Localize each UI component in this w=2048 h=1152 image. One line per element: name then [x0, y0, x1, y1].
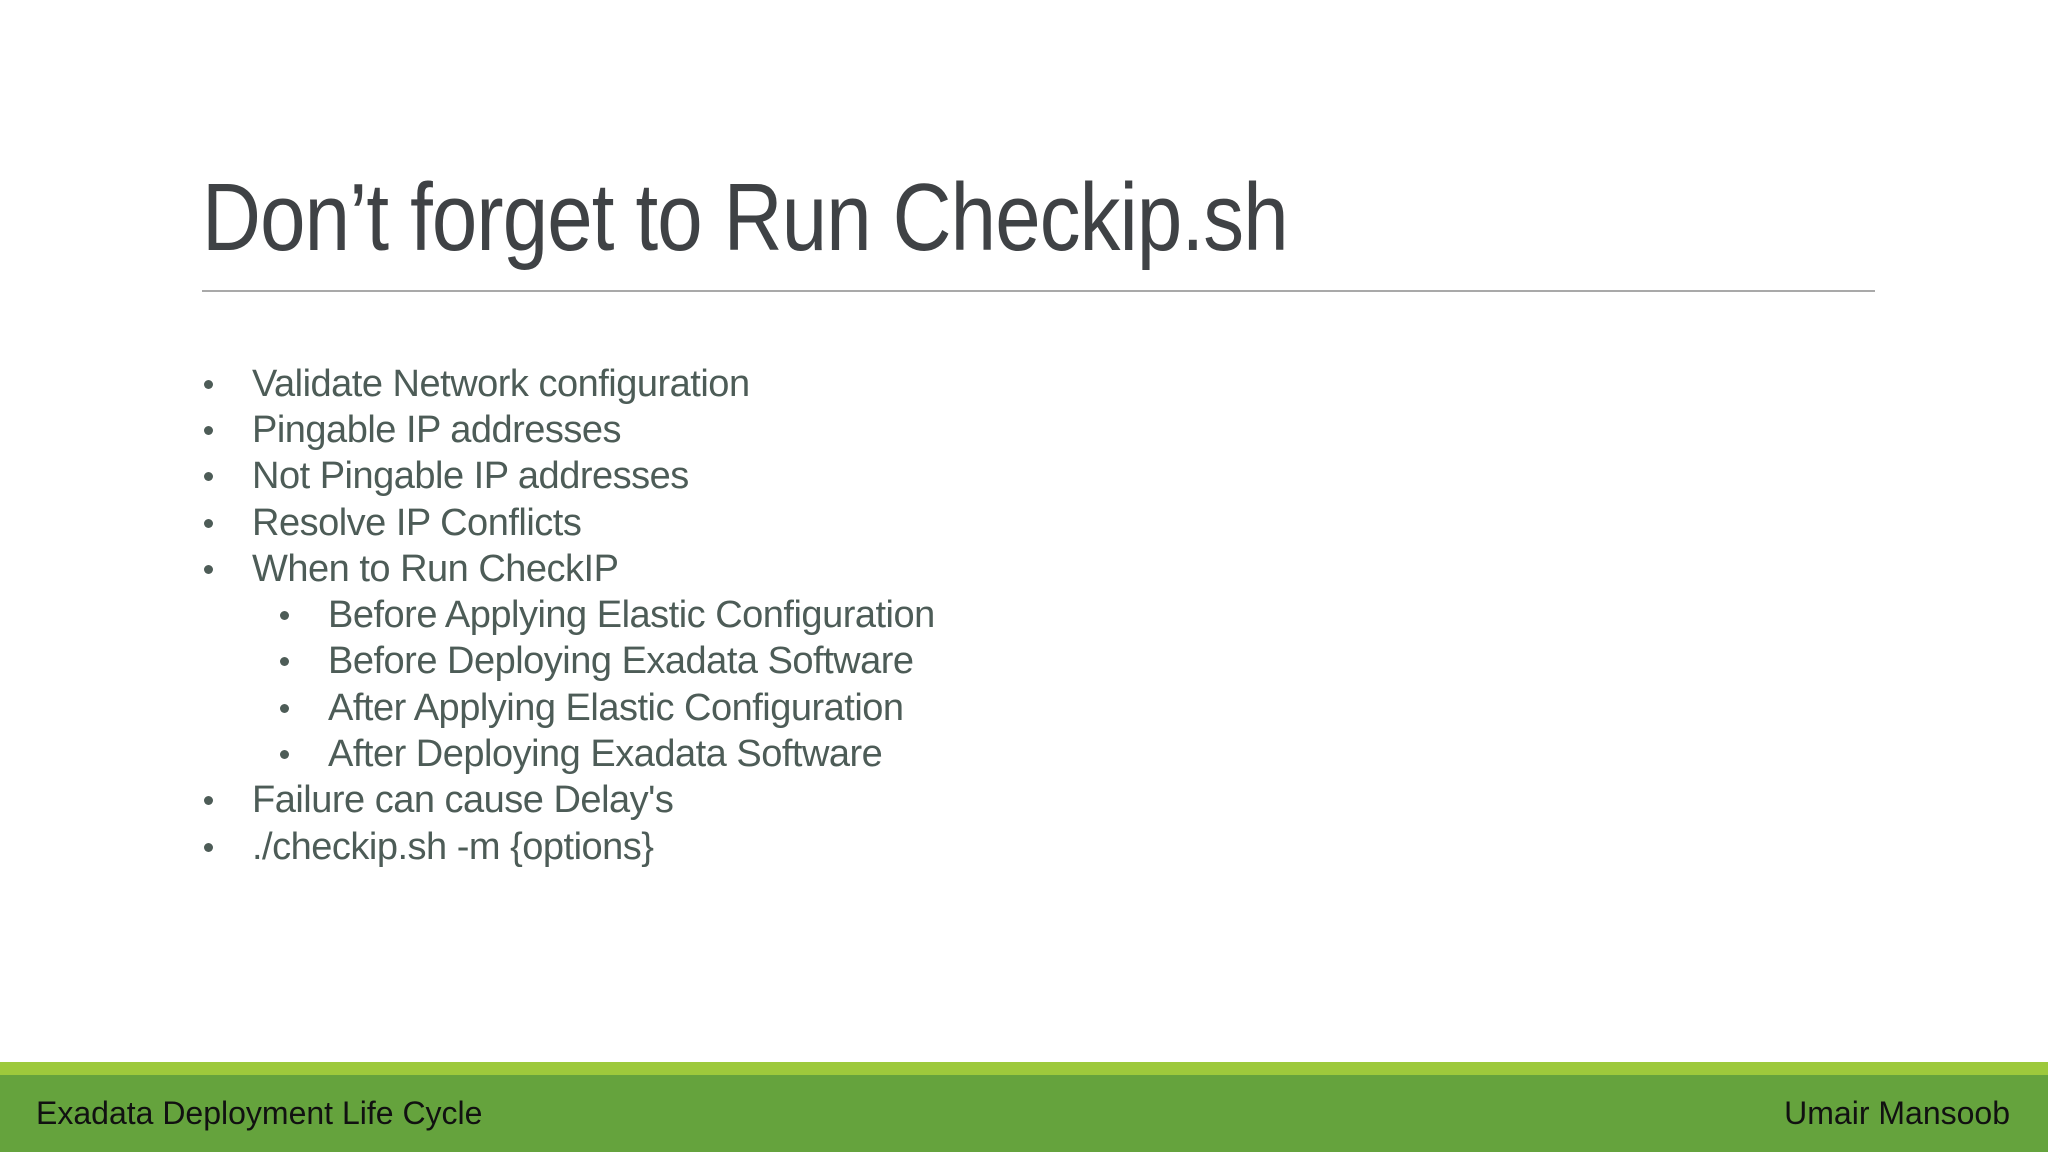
list-item: Not Pingable IP addresses: [202, 454, 1702, 500]
list-item-text: Before Deploying Exadata Software: [328, 640, 914, 683]
bullet-icon: [204, 518, 213, 528]
list-item-text: After Deploying Exadata Software: [328, 733, 883, 776]
list-item-text: When to Run CheckIP: [252, 547, 619, 590]
bullet-icon: [204, 425, 213, 435]
slide-title: Don’t forget to Run Checkip.sh: [202, 164, 1289, 271]
list-item-text: Validate Network configuration: [252, 362, 750, 405]
footer-left-text: Exadata Deployment Life Cycle: [36, 1095, 483, 1131]
list-item: Pingable IP addresses: [202, 407, 1702, 453]
footer-right-text: Umair Mansoob: [1784, 1095, 2010, 1131]
list-item: Before Applying Elastic Configuration: [202, 592, 1702, 638]
list-item-text: Pingable IP addresses: [252, 408, 622, 451]
list-item: After Applying Elastic Configuration: [202, 685, 1702, 731]
bullet-icon: [280, 703, 289, 713]
list-item-text: Failure can cause Delay's: [252, 779, 674, 822]
title-divider: [202, 290, 1875, 292]
footer-accent-strip: [0, 1062, 2048, 1075]
bullet-icon: [280, 611, 289, 621]
list-item-text: Before Applying Elastic Configuration: [328, 594, 935, 637]
list-item-text: After Applying Elastic Configuration: [328, 686, 904, 729]
bullet-icon: [204, 842, 213, 852]
bullet-icon: [204, 796, 213, 806]
bullet-icon: [204, 564, 213, 574]
list-item: Resolve IP Conflicts: [202, 500, 1702, 546]
list-item: Before Deploying Exadata Software: [202, 639, 1702, 685]
list-item-text: Resolve IP Conflicts: [252, 501, 582, 544]
list-item: After Deploying Exadata Software: [202, 731, 1702, 777]
footer-bar: Exadata Deployment Life Cycle Umair Mans…: [0, 1075, 2048, 1152]
list-item: Failure can cause Delay's: [202, 778, 1702, 824]
list-item: When to Run CheckIP: [202, 546, 1702, 592]
list-item: ./checkip.sh -m {options}: [202, 824, 1702, 870]
list-item: Validate Network configuration: [202, 361, 1702, 407]
list-item-text: Not Pingable IP addresses: [252, 455, 689, 498]
bullet-icon: [204, 472, 213, 482]
bullet-icon: [280, 750, 289, 760]
bullet-icon: [204, 379, 213, 389]
list-item-text: ./checkip.sh -m {options}: [252, 825, 654, 868]
bullet-icon: [280, 657, 289, 667]
